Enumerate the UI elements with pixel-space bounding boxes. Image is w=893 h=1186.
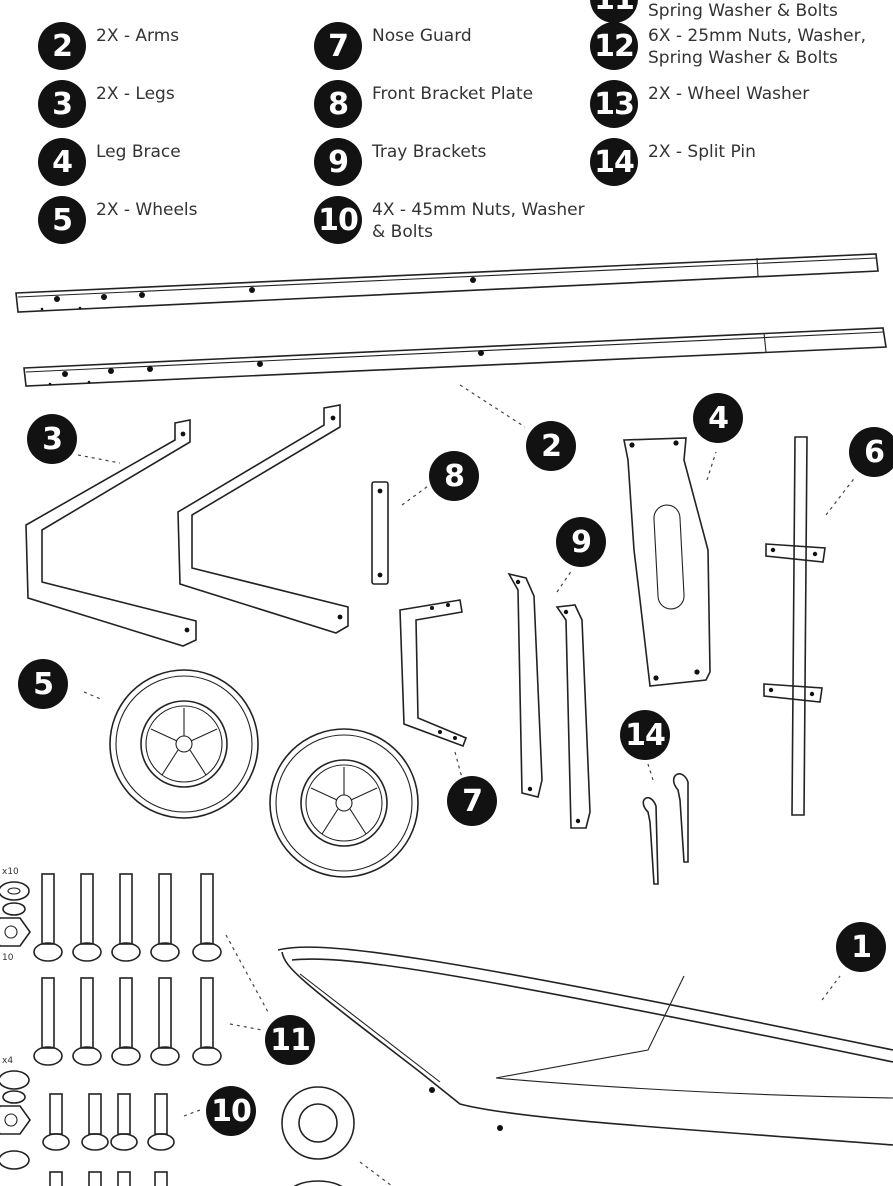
tray-bracket-right — [555, 604, 591, 829]
legend-label: Tray Brackets — [372, 142, 487, 162]
washers-nuts — [0, 881, 31, 1170]
legend-item-5: 5 2X - Wheels — [38, 196, 198, 244]
legend-label: 2X - Wheels — [96, 200, 198, 220]
legend-label: 2X - Wheel Washer — [648, 84, 810, 104]
legend-item-10: 10 4X - 45mm Nuts, Washer & Bolts — [314, 196, 585, 244]
bolts-11 — [33, 873, 222, 1066]
callout-14: 14 — [620, 710, 670, 760]
legend-item-13: 13 2X - Wheel Washer — [590, 80, 809, 128]
legend-label-line2: Spring Washer & Bolts — [648, 48, 838, 68]
legend-item-4: 4 Leg Brace — [38, 138, 181, 186]
legend-item-9: 9 Tray Brackets — [314, 138, 486, 186]
legend-label: 6X - 25mm Nuts, Washer, Spring Washer & … — [648, 22, 866, 69]
legend-label: Front Bracket Plate — [372, 84, 534, 104]
tray-bracket-left — [507, 572, 543, 798]
legend-label: 2X - Legs — [96, 84, 175, 104]
callout-11: 11 — [265, 1015, 315, 1065]
callout-6: 6 — [849, 427, 893, 477]
part-number-badge: 5 — [38, 196, 86, 244]
split-pins — [642, 773, 689, 885]
legend-item-7: 7 Nose Guard — [314, 22, 472, 70]
legend-item-12: 12 6X - 25mm Nuts, Washer, Spring Washer… — [590, 22, 866, 70]
wheel-left — [109, 669, 259, 819]
nose-guard-rod — [763, 436, 826, 816]
legend-label-line1: 4X - 45mm Nuts, Washer — [372, 200, 585, 220]
callout-1: 1 — [836, 922, 886, 972]
legend-label: Leg Brace — [96, 142, 181, 162]
callout-2: 2 — [526, 421, 576, 471]
part-number-badge: 9 — [314, 138, 362, 186]
qty-mark-10: 10 — [2, 953, 14, 963]
legend-item-14: 14 2X - Split Pin — [590, 138, 756, 186]
arm-top — [15, 253, 879, 313]
legend-label: Nose Guard — [372, 26, 472, 46]
bolts-10 — [42, 1093, 175, 1186]
part-number-badge: 12 — [590, 22, 638, 70]
tray — [277, 946, 893, 1146]
leg-right — [177, 404, 349, 634]
nose-guard — [399, 599, 468, 748]
legend-label: Spring Washer & Bolts — [648, 0, 838, 22]
callout-10: 10 — [206, 1086, 256, 1136]
part-number-badge: 11 — [590, 0, 638, 23]
part-number-badge: 8 — [314, 80, 362, 128]
legend-label: 2X - Arms — [96, 26, 180, 46]
qty-mark-x10: x10 — [2, 867, 19, 877]
part-number-badge: 7 — [314, 22, 362, 70]
part-number-badge: 3 — [38, 80, 86, 128]
callout-5: 5 — [18, 659, 68, 709]
callout-4: 4 — [693, 393, 743, 443]
leg-left — [25, 419, 197, 647]
callout-7: 7 — [447, 776, 497, 826]
qty-mark-x4: x4 — [2, 1056, 13, 1066]
part-number-badge: 4 — [38, 138, 86, 186]
part-number-badge: 10 — [314, 196, 362, 244]
part-number-badge: 2 — [38, 22, 86, 70]
arm-bottom — [23, 327, 887, 387]
legend-item-11: 11 Spring Washer & Bolts — [590, 0, 838, 23]
legend-item-3: 3 2X - Legs — [38, 80, 175, 128]
callout-3: 3 — [27, 414, 77, 464]
callout-8: 8 — [429, 451, 479, 501]
callout-9: 9 — [556, 517, 606, 567]
legend-label: 2X - Split Pin — [648, 142, 756, 162]
wheel-right — [269, 728, 419, 878]
front-bracket-plate — [371, 481, 389, 585]
legend-item-8: 8 Front Bracket Plate — [314, 80, 533, 128]
part-number-badge: 14 — [590, 138, 638, 186]
wheel-washer — [281, 1086, 355, 1186]
legend-label-line1: 6X - 25mm Nuts, Washer, — [648, 26, 867, 46]
legend-label-line2: Spring Washer & Bolts — [648, 1, 838, 21]
leg-brace — [623, 437, 711, 687]
legend-item-2: 2 2X - Arms — [38, 22, 179, 70]
part-number-badge: 13 — [590, 80, 638, 128]
legend-label-line2: & Bolts — [372, 222, 433, 242]
legend-label: 4X - 45mm Nuts, Washer & Bolts — [372, 196, 585, 243]
